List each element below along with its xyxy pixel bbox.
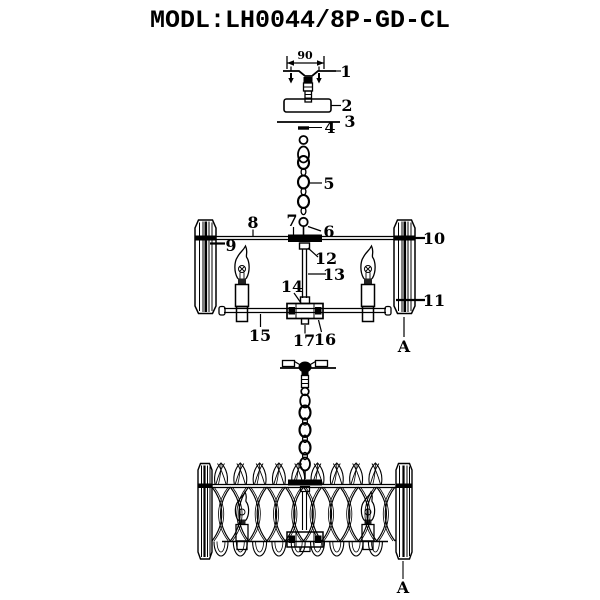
part-label-16: 16	[314, 330, 336, 349]
center-hub	[286, 296, 324, 325]
dimension-value: 90	[297, 49, 313, 62]
part-labels: 1 2 3 4 5 6 7 8 9 10 11 12 13 14 15 16 1…	[225, 62, 445, 356]
part-label-6: 6	[323, 222, 334, 241]
ceiling-mount	[280, 359, 336, 389]
part-label-8: 8	[247, 213, 258, 232]
dimension-90: 90	[286, 49, 325, 69]
part-label-13: 13	[323, 265, 345, 284]
part-label-4: 4	[324, 118, 335, 137]
candle-sleeve	[234, 283, 250, 308]
exploded-view: 90	[194, 49, 445, 356]
part-label-2: 2	[341, 96, 352, 115]
part-label-14: 14	[281, 277, 303, 296]
top-plate-assembled	[288, 479, 322, 486]
top-bar	[206, 234, 410, 242]
leader-lines	[210, 70, 425, 337]
top-plate	[288, 234, 322, 242]
part-label-5: 5	[323, 174, 334, 193]
candle-sleeve	[360, 283, 376, 308]
candle-bulb-right	[360, 244, 376, 323]
crystal-lattice	[212, 462, 396, 557]
part-label-10: 10	[423, 229, 445, 248]
part-label-7: 7	[286, 211, 297, 230]
drum-top-ring	[212, 483, 395, 489]
part-label-12: 12	[315, 249, 337, 268]
candle-socket	[361, 305, 375, 323]
candle-socket	[235, 305, 249, 323]
screw-arrow-icon	[316, 78, 322, 84]
chain-hook	[298, 216, 309, 228]
chain-lower	[298, 386, 312, 479]
candle-bulb-left	[234, 244, 250, 323]
part-label-1: 1	[340, 62, 351, 81]
center-rod	[301, 249, 308, 298]
crystal-panel-right-assembled	[395, 462, 413, 560]
crystal-panel-left	[194, 219, 217, 315]
chain	[296, 135, 311, 236]
section-label-a-lower: A	[396, 578, 410, 597]
part-label-9: 9	[225, 236, 236, 255]
rod-connector	[298, 242, 311, 250]
part-label-3: 3	[344, 112, 355, 131]
section-label-a-upper: A	[397, 337, 411, 356]
crystal-panel-right	[393, 219, 416, 315]
ceiling-canopy	[283, 98, 332, 113]
arm-bar	[218, 305, 392, 316]
part-label-15: 15	[249, 326, 271, 345]
part-label-11: 11	[423, 291, 445, 310]
mounting-bracket	[283, 66, 336, 103]
model-title: MODL:LH0044/8P-GD-CL	[149, 6, 451, 35]
screw-arrow-icon	[288, 78, 294, 84]
part-label-17: 17	[293, 331, 315, 350]
crystal-panel-left-assembled	[197, 462, 213, 560]
assembled-view: A	[197, 359, 413, 597]
